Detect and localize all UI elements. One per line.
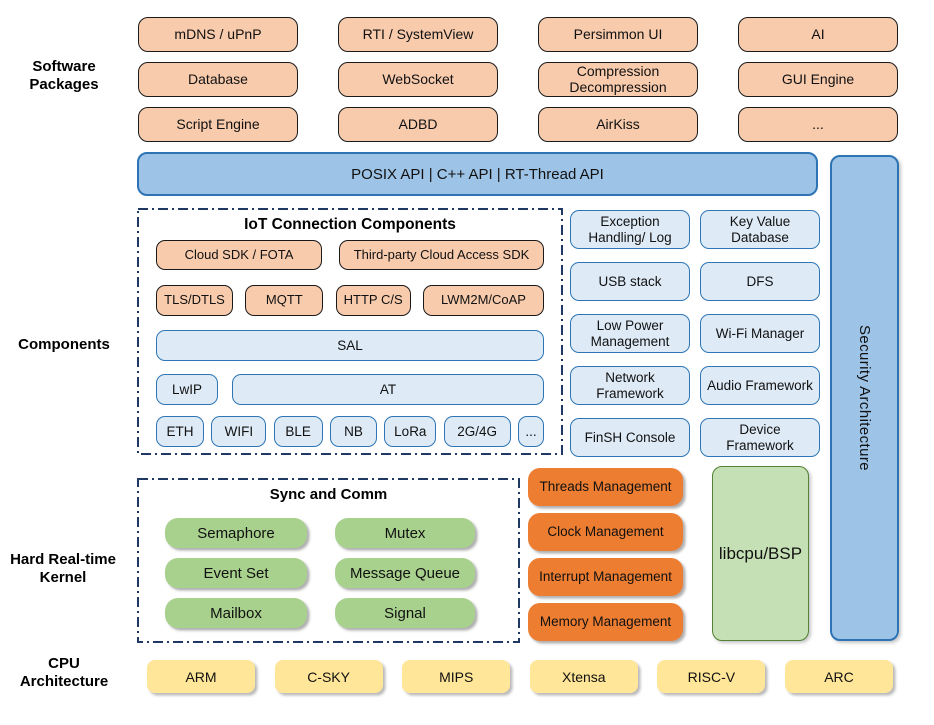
component-audio-framework: Audio Framework [700, 366, 820, 405]
component-exception-handling-log: Exception Handling/ Log [570, 210, 690, 249]
pkg-websocket: WebSocket [338, 62, 498, 97]
box-at: AT [232, 374, 544, 405]
box-2g-4g: 2G/4G [443, 416, 511, 447]
iot-cloud-row: Cloud SDK / FOTA Third-party Cloud Acces… [156, 240, 544, 270]
pkg-compression-decompression: Compression Decompression [538, 62, 698, 97]
cpu-arm: ARM [147, 660, 255, 693]
label-software-packages: Software Packages [29, 58, 99, 94]
iot-connection-components-group: IoT Connection Components Cloud SDK / FO… [137, 208, 563, 455]
libcpu-bsp-box: libcpu/BSP [712, 466, 809, 641]
pill-clock-management: Clock Management [528, 513, 683, 551]
box-cloud-sdk-fota: Cloud SDK / FOTA [156, 240, 322, 270]
cpu-risc-v: RISC-V [657, 660, 766, 693]
sync-comm-dashed-border [137, 478, 520, 643]
sync-comm-pills: Semaphore Mutex Event Set Message Queue … [165, 518, 475, 628]
sync-and-comm-group: Sync and Comm Semaphore Mutex Event Set … [137, 478, 520, 643]
box-nb: NB [329, 416, 377, 447]
component-finsh-console: FinSH Console [570, 418, 690, 457]
pill-threads-management: Threads Management [528, 468, 683, 506]
pkg-mdns-upnp: mDNS / uPnP [138, 17, 298, 52]
component-usb-stack: USB stack [570, 262, 690, 301]
iot-components-title: IoT Connection Components [244, 216, 456, 233]
box-wifi: WIFI [211, 416, 267, 447]
pill-event-set: Event Set [165, 558, 307, 588]
pill-mutex: Mutex [335, 518, 475, 548]
iot-sal-row: SAL [156, 330, 544, 361]
api-bar: POSIX API | C++ API | RT-Thread API [137, 152, 818, 196]
box-mqtt: MQTT [245, 285, 324, 316]
box-http-cs: HTTP C/S [335, 285, 411, 316]
pkg-more: ... [738, 107, 898, 142]
iot-lwip-at-row: LwIP AT [156, 374, 544, 405]
component-network-framework: Network Framework [570, 366, 690, 405]
label-cpu-architecture: CPU Architecture [19, 655, 109, 691]
security-architecture-bar: Security Architecture [830, 155, 899, 641]
sync-comm-title: Sync and Comm [269, 486, 388, 503]
cpu-architecture-row: ARM C-SKY MIPS Xtensa RISC-V ARC [147, 660, 893, 693]
label-components: Components [18, 336, 110, 353]
box-lwip: LwIP [156, 374, 218, 405]
box-sal: SAL [156, 330, 544, 361]
pill-message-queue: Message Queue [335, 558, 475, 588]
iot-components-dashed-border [137, 208, 563, 455]
pkg-airkiss: AirKiss [538, 107, 698, 142]
pkg-persimmon-ui: Persimmon UI [538, 17, 698, 52]
box-tls-dtls: TLS/DTLS [156, 285, 233, 316]
component-wifi-manager: Wi-Fi Manager [700, 314, 820, 353]
cpu-mips: MIPS [402, 660, 511, 693]
cpu-c-sky: C-SKY [274, 660, 383, 693]
cpu-arc: ARC [784, 660, 893, 693]
kernel-management-column: Threads Management Clock Management Inte… [528, 468, 683, 641]
label-hard-real-time-kernel: Hard Real-time Kernel [10, 551, 116, 587]
pkg-database: Database [138, 62, 298, 97]
pkg-adbd: ADBD [338, 107, 498, 142]
box-eth: ETH [156, 416, 204, 447]
box-lwm2m-coap: LWM2M/CoAP [422, 285, 544, 316]
components-grid: Exception Handling/ Log Key Value Databa… [570, 210, 820, 457]
iot-protocol-row: TLS/DTLS MQTT HTTP C/S LWM2M/CoAP [156, 285, 544, 316]
pkg-script-engine: Script Engine [138, 107, 298, 142]
box-links-more: ... [517, 416, 544, 447]
component-key-value-database: Key Value Database [700, 210, 820, 249]
pkg-rti-systemview: RTI / SystemView [338, 17, 498, 52]
box-lora: LoRa [384, 416, 437, 447]
component-low-power-management: Low Power Management [570, 314, 690, 353]
software-packages-grid: mDNS / uPnP RTI / SystemView Persimmon U… [138, 17, 898, 142]
pill-semaphore: Semaphore [165, 518, 307, 548]
pill-signal: Signal [335, 598, 475, 628]
pill-interrupt-management: Interrupt Management [528, 558, 683, 596]
component-dfs: DFS [700, 262, 820, 301]
component-device-framework: Device Framework [700, 418, 820, 457]
pkg-gui-engine: GUI Engine [738, 62, 898, 97]
pkg-ai: AI [738, 17, 898, 52]
security-architecture-label: Security Architecture [856, 325, 873, 471]
pill-memory-management: Memory Management [528, 603, 683, 641]
iot-links-row: ETH WIFI BLE NB LoRa 2G/4G ... [156, 416, 544, 447]
box-third-party-cloud-access-sdk: Third-party Cloud Access SDK [339, 240, 544, 270]
box-ble: BLE [273, 416, 323, 447]
cpu-xtensa: Xtensa [529, 660, 638, 693]
pill-mailbox: Mailbox [165, 598, 307, 628]
